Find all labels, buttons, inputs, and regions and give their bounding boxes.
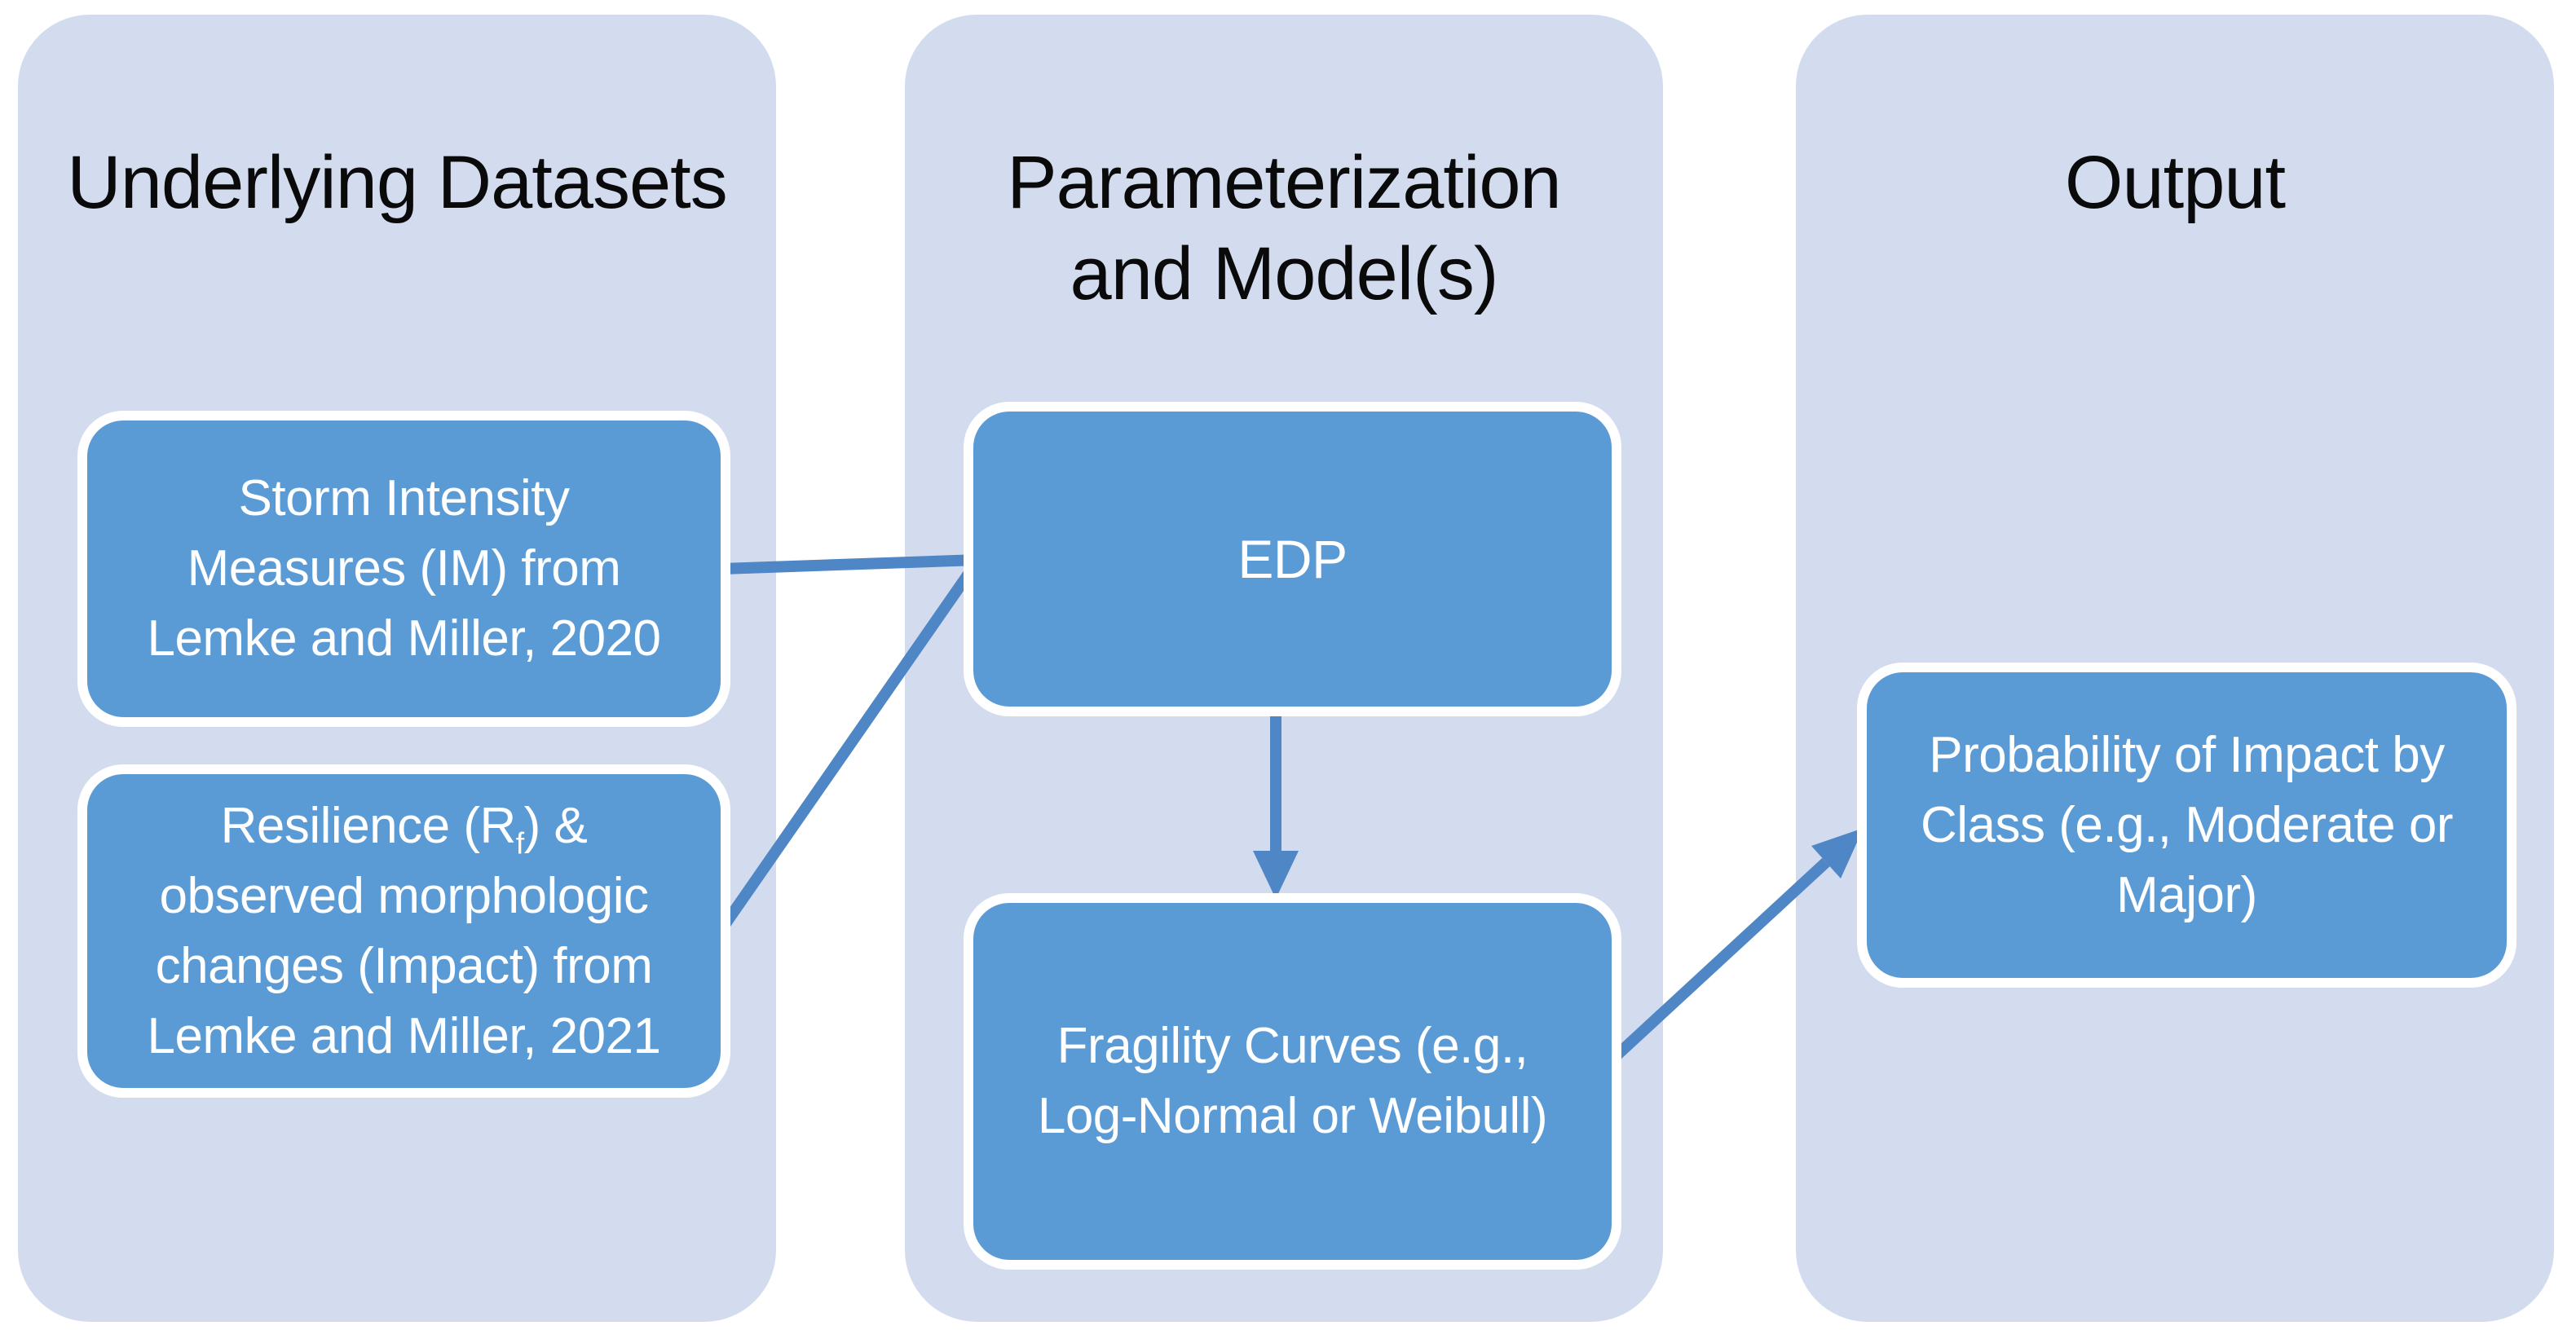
node-text-line: Log-Normal or Weibull) xyxy=(1037,1088,1548,1144)
node-text-line: Class (e.g., Moderate or xyxy=(1920,796,2454,853)
node-text-line: EDP xyxy=(1237,529,1348,589)
node-text-line: Storm Intensity xyxy=(238,470,570,526)
node-text-line: Probability of Impact by xyxy=(1929,726,2445,783)
node-text-line: Lemke and Miller, 2021 xyxy=(147,1007,661,1064)
node-probability-of-impact: Probability of Impact by Class (e.g., Mo… xyxy=(1857,663,2516,988)
resilience-line1-pre: Resilience (R xyxy=(220,797,517,854)
resilience-subscript-f: f xyxy=(515,825,524,860)
node-text-line: Lemke and Miller, 2020 xyxy=(147,610,661,667)
node-fragility-curves: Fragility Curves (e.g., Log-Normal or We… xyxy=(964,893,1621,1270)
node-text-line: observed morphologic xyxy=(159,867,649,924)
panel-title-line1: Parameterization xyxy=(1007,141,1561,224)
connector-storm-to-edp xyxy=(720,554,979,575)
node-storm-intensity: Storm Intensity Measures (IM) from Lemke… xyxy=(77,411,730,727)
arrowhead-up-right-icon xyxy=(1811,828,1864,878)
node-text-line: Measures (IM) from xyxy=(187,540,621,597)
arrow-fragility-to-probability xyxy=(1610,828,1864,1063)
node-text-line: Major) xyxy=(2116,866,2257,923)
arrowhead-down-icon xyxy=(1253,851,1299,899)
connector-resilience-to-edp xyxy=(716,557,983,934)
panel-title-text: Underlying Datasets xyxy=(67,141,727,224)
panel-title-line2: and Model(s) xyxy=(1070,232,1499,315)
panel-title-underlying-datasets: Underlying Datasets xyxy=(18,137,776,228)
node-edp: EDP xyxy=(964,402,1621,716)
node-text-line: Fragility Curves (e.g., xyxy=(1056,1018,1528,1074)
panel-title-parameterization-models: Parameterization and Model(s) xyxy=(905,137,1663,319)
panel-title-text: Output xyxy=(2064,141,2286,224)
arrow-edp-to-fragility xyxy=(1253,711,1299,899)
node-text-line: changes (Impact) from xyxy=(155,937,653,994)
node-text-line: Resilience (Rf) & xyxy=(221,791,588,861)
panel-title-output: Output xyxy=(1796,137,2554,228)
resilience-line1-post: ) & xyxy=(523,797,588,854)
node-resilience-impact: Resilience (Rf) & observed morphologic c… xyxy=(77,764,730,1098)
